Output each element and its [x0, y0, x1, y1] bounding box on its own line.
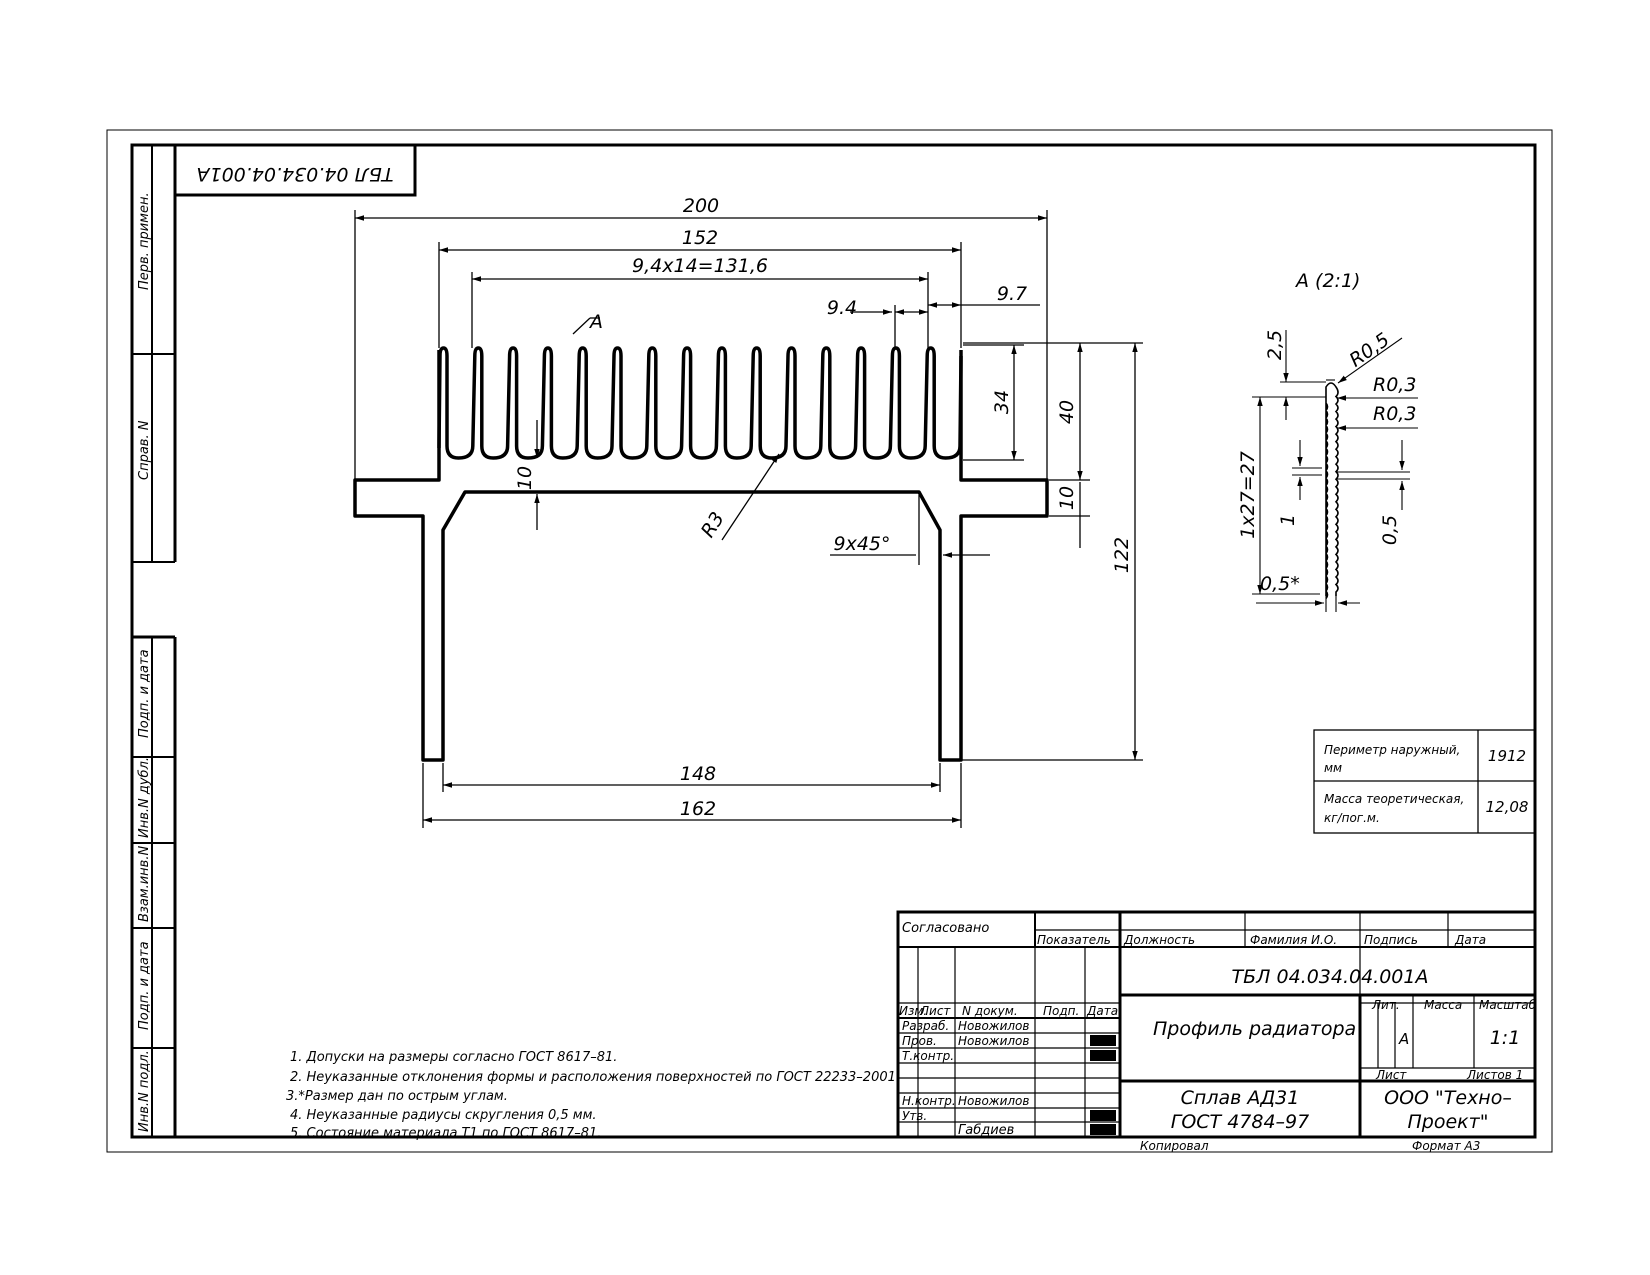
tb-col-list: Лист: [919, 1004, 951, 1018]
inv-n-podl-label: Инв.N подл.: [137, 1050, 152, 1132]
detail-r0-5: R0,5: [1345, 329, 1393, 372]
tb-material-1: Сплав АД31: [1181, 1087, 1300, 1109]
tb-col-izm: Изм.: [899, 1004, 927, 1018]
detail-title: А (2:1): [1294, 270, 1360, 292]
tb-razrab-label: Разраб.: [902, 1019, 949, 1033]
props-table: [1313, 729, 1536, 834]
vzam-inv-n-label: Взам.инв.N: [137, 846, 152, 922]
title-block-grid: [896, 910, 1537, 1139]
tb-kopiroval: Копировал: [1140, 1139, 1209, 1153]
tb-header-podpis: Подпись: [1364, 933, 1418, 947]
tb-header-massa: Масса: [1424, 998, 1462, 1012]
tb-header-dolzhnost: Должность: [1123, 933, 1195, 947]
dim-9-4: 9.4: [827, 297, 857, 319]
tb-nkontr-label: Н.контр.: [902, 1094, 956, 1108]
mass-value: 12,08: [1486, 798, 1529, 816]
tb-header-familia: Фамилия И.О.: [1250, 933, 1337, 947]
note-2: 2. Неуказанные отклонения формы и распол…: [290, 1070, 900, 1085]
mass-label-2: кг/пог.м.: [1324, 811, 1380, 825]
rotated-document-code: ТБЛ 04.034.04.001А: [197, 163, 394, 185]
detail-r0-3-b: R0,3: [1373, 403, 1416, 425]
tb-prov-name: Новожилов: [958, 1034, 1029, 1048]
tb-material-2: ГОСТ 4784–97: [1171, 1111, 1309, 1133]
dim-10-right: 10: [1056, 486, 1078, 510]
tb-nkontr-name: Новожилов: [958, 1094, 1029, 1108]
dim-148: 148: [680, 763, 716, 785]
note-4: 4. Неуказанные радиусы скругления 0,5 мм…: [290, 1108, 597, 1123]
tb-soglasovano: Согласовано: [902, 921, 989, 936]
tb-scale-value: 1:1: [1490, 1027, 1521, 1049]
fins-wave: [437, 346, 963, 460]
dimension-lines: [354, 210, 1143, 828]
tb-company-1: ООО "Техно–: [1384, 1087, 1512, 1109]
dim-152: 152: [682, 227, 718, 249]
tb-utv-label: Утв.: [902, 1109, 927, 1123]
dim-9-7: 9.7: [997, 283, 1027, 305]
inv-n-dubl-label: Инв.N дубл.: [137, 757, 152, 838]
tb-header-masshtab: Масштаб: [1479, 998, 1537, 1012]
tb-col-podp: Подп.: [1043, 1004, 1079, 1018]
tb-format: Формат А3: [1412, 1139, 1480, 1153]
note-5: 5. Состояние материала Т1 по ГОСТ 8617–8…: [290, 1126, 601, 1141]
tb-product-name: Профиль радиатора: [1153, 1018, 1356, 1040]
dim-131-6: 9,4x14=131,6: [632, 255, 768, 277]
tb-razrab-name: Новожилов: [958, 1019, 1029, 1033]
inner-frame: [130, 143, 1537, 1139]
podp-data-label-1: Подп. и дата: [137, 649, 152, 738]
note-3: 3.*Размер дан по острым углам.: [286, 1089, 508, 1104]
tb-col-data: Дата: [1086, 1004, 1118, 1018]
dim-162: 162: [680, 798, 716, 820]
perimeter-value: 1912: [1488, 747, 1526, 765]
perimeter-label-1: Периметр наружный,: [1324, 743, 1460, 757]
tb-utv-name: Габдиев: [958, 1123, 1014, 1138]
tb-header-lit: Лит.: [1371, 998, 1400, 1012]
dim-200: 200: [683, 195, 719, 217]
detail-fin-outline: [1325, 382, 1339, 599]
top-code-box: ТБЛ 04.034.04.001А: [175, 145, 417, 197]
profile-body: [353, 350, 1049, 762]
dim-34: 34: [991, 390, 1013, 414]
tb-company-2: Проект": [1408, 1111, 1489, 1133]
dim-10-left: 10: [514, 466, 536, 490]
detail-dim-0-5-star: 0,5*: [1260, 573, 1300, 595]
tb-listov-label: Листов 1: [1466, 1068, 1523, 1082]
dim-40: 40: [1056, 400, 1078, 424]
detail-dim-1: 1: [1277, 514, 1299, 526]
detail-dim-0-5: 0,5: [1379, 515, 1401, 545]
sprav-n-label: Справ. N: [137, 420, 152, 480]
tb-lit-value: А: [1398, 1030, 1409, 1048]
signature-marks: [1090, 1035, 1116, 1135]
tb-col-n-dokum: N докум.: [962, 1004, 1018, 1018]
mass-label-1: Масса теоретическая,: [1324, 792, 1464, 806]
tb-list-label: Лист: [1375, 1068, 1407, 1082]
detail-r0-3-a: R0,3: [1373, 374, 1416, 396]
left-strip: [132, 145, 177, 1137]
dim-9x45: 9x45°: [833, 533, 890, 555]
perimeter-label-2: мм: [1324, 761, 1342, 775]
outer-border: [106, 129, 1553, 1153]
profile-outline: [353, 346, 1049, 762]
tb-header-pokazatel: Показатель: [1037, 933, 1111, 947]
detail-dim-2-5: 2,5: [1264, 330, 1286, 360]
tb-header-data: Дата: [1454, 933, 1486, 947]
tb-document-code: ТБЛ 04.034.04.001А: [1232, 966, 1429, 988]
detail-dimension-lines: [1252, 330, 1418, 612]
detail-dim-1x27: 1x27=27: [1237, 451, 1259, 539]
label-a: A: [588, 311, 603, 333]
tb-prov-label: Пров.: [902, 1034, 937, 1048]
perv-primen-label: Перв. примен.: [137, 192, 152, 290]
dim-122: 122: [1111, 537, 1133, 573]
detail-a: А (2:1) 2,5 R0,5 R0,3 R0,3 1x27=27 1 0,5…: [1237, 270, 1418, 612]
tb-tkontr-label: Т.контр.: [902, 1049, 954, 1063]
podp-data-label-2: Подп. и дата: [137, 941, 152, 1030]
note-1: 1. Допуски на размеры согласно ГОСТ 8617…: [290, 1050, 617, 1065]
